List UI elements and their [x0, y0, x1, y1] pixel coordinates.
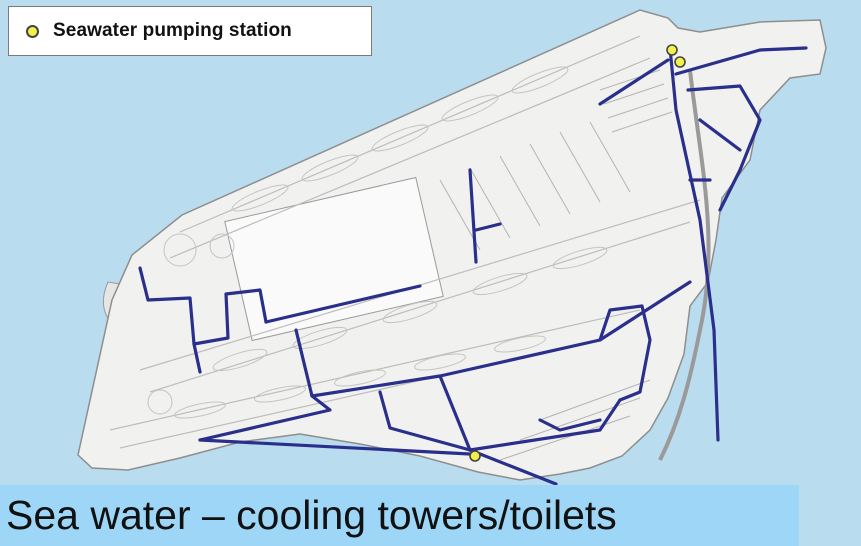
map-legend: Seawater pumping station: [8, 6, 372, 56]
highway: [658, 69, 711, 461]
pumping-station-north-2[interactable]: [674, 56, 686, 68]
caption-text: Sea water – cooling towers/toilets: [6, 492, 617, 538]
pumping-station-markers: [469, 44, 686, 462]
pumping-station-south[interactable]: [469, 450, 481, 462]
terminal-building: [224, 176, 444, 342]
taxiway-shapes: [147, 66, 608, 419]
yellow-circle-icon: [26, 24, 39, 38]
caption-band: Sea water – cooling towers/toilets: [0, 485, 799, 546]
seawater-pipelines: [138, 46, 808, 486]
legend-label: Seawater pumping station: [53, 20, 292, 41]
pumping-station-north-1[interactable]: [666, 44, 678, 56]
